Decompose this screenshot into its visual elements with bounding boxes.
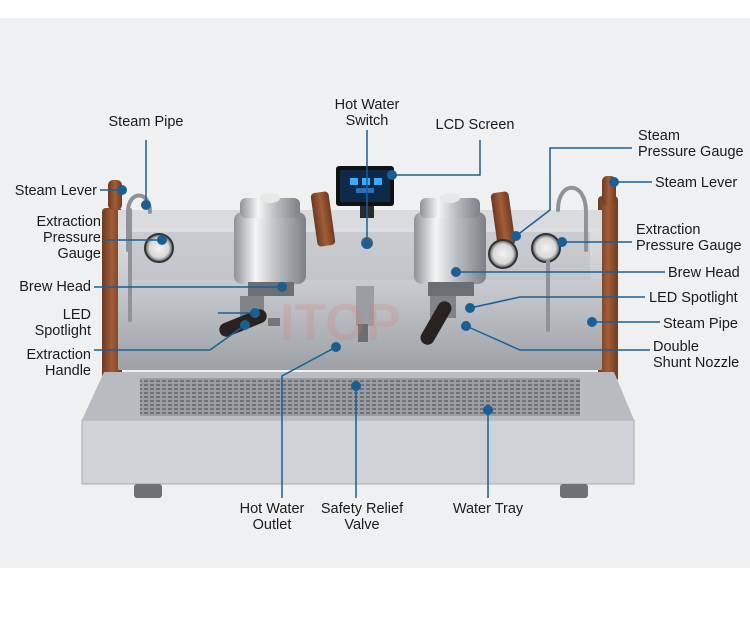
label-steam-lever-right: Steam Lever	[655, 175, 738, 191]
lcd-display	[336, 166, 394, 218]
left-foot	[134, 484, 162, 498]
label-extraction-pressure-gauge-right-2: Pressure Gauge	[636, 238, 742, 254]
label-steam-pressure-gauge-2: Pressure Gauge	[638, 144, 744, 160]
hot-water-outlet-spout	[356, 286, 374, 342]
label-extraction-pressure-gauge-right-1: Extraction	[636, 222, 701, 238]
label-steam-pipe-left: Steam Pipe	[108, 114, 184, 130]
label-steam-pipe-right: Steam Pipe	[663, 316, 738, 332]
leader-steam-pressure-gauge	[515, 147, 632, 237]
label-extraction-pressure-gauge-left-1: Extraction	[36, 214, 101, 230]
brew-group-right	[414, 193, 486, 345]
label-hot-water-switch-2: Switch	[345, 113, 389, 129]
label-lcd-screen: LCD Screen	[435, 117, 515, 133]
leader-lcd-screen	[392, 140, 481, 176]
leader-double-shunt-nozzle	[465, 325, 650, 351]
label-extraction-handle-1: Extraction	[26, 347, 91, 363]
leader-extraction-handle	[94, 324, 246, 351]
label-safety-relief-valve-1: Safety Relief	[320, 501, 404, 517]
label-extraction-handle-2: Handle	[45, 363, 91, 379]
watermark: ITOP	[280, 294, 400, 352]
leader-led-spotlight-right	[469, 296, 645, 309]
leader-lines	[94, 130, 665, 498]
label-led-spotlight-left-1: LED	[62, 307, 91, 323]
control-band	[130, 232, 590, 280]
brew-group-left	[219, 193, 306, 337]
label-double-shunt-nozzle-1: Double	[653, 339, 699, 355]
left-wood-panel	[102, 208, 122, 380]
base-front	[81, 419, 635, 485]
label-hot-water-outlet-1: Hot Water	[239, 501, 305, 517]
label-water-tray: Water Tray	[452, 501, 524, 517]
wood-handles	[310, 191, 516, 247]
gauges	[144, 233, 561, 269]
right-foot	[560, 484, 588, 498]
label-steam-pressure-gauge-1: Steam	[638, 128, 680, 144]
label-extraction-pressure-gauge-left-3: Gauge	[57, 246, 101, 262]
leader-hot-water-outlet	[281, 346, 337, 498]
label-safety-relief-valve-2: Valve	[344, 517, 380, 533]
label-brew-head-right: Brew Head	[668, 265, 740, 281]
label-double-shunt-nozzle-2: Shunt Nozzle	[653, 355, 740, 371]
label-extraction-pressure-gauge-left-2: Pressure	[42, 230, 101, 246]
label-brew-head-left: Brew Head	[19, 279, 91, 295]
label-hot-water-outlet-2: Outlet	[252, 517, 292, 533]
label-led-spotlight-left-2: Spotlight	[34, 323, 91, 339]
leader-dots	[117, 170, 619, 415]
label-led-spotlight-right: LED Spotlight	[649, 290, 738, 306]
label-steam-lever-left: Steam Lever	[14, 183, 97, 199]
label-hot-water-switch-1: Hot Water	[334, 97, 400, 113]
